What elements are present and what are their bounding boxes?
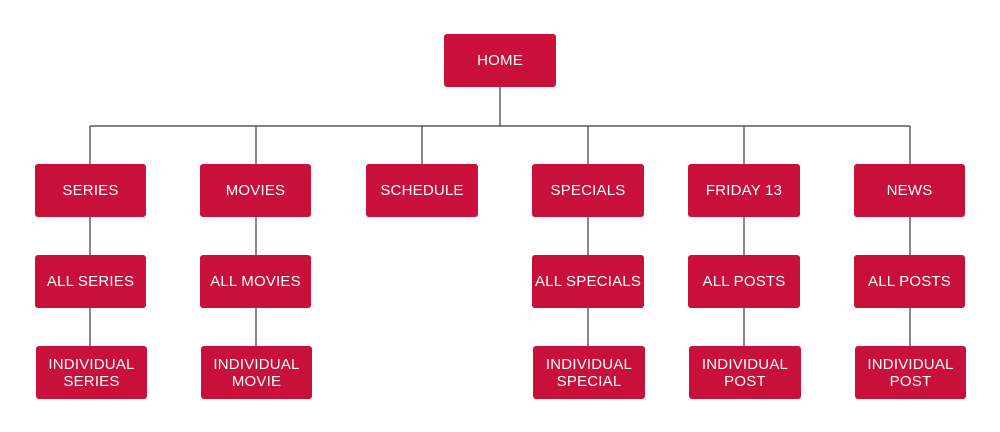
node-individual-series-text: INDIVIDUAL SERIES — [48, 356, 134, 390]
node-all-movies-label: ALL MOVIES — [210, 273, 301, 290]
node-home[interactable]: HOME — [444, 34, 556, 87]
node-news-all-posts[interactable]: ALL POSTS — [854, 255, 965, 308]
node-specials-label: SPECIALS — [550, 182, 626, 199]
node-news-individual-post-line-1: INDIVIDUAL — [867, 355, 954, 373]
node-all-series-label: ALL SERIES — [46, 273, 135, 290]
node-friday-13[interactable]: FRIDAY 13 — [688, 164, 800, 217]
node-individual-series-line-2: SERIES — [63, 372, 120, 390]
node-individual-series[interactable]: INDIVIDUAL SERIES — [36, 346, 147, 399]
node-all-specials-label: ALL SPECIALS — [534, 273, 642, 290]
node-specials[interactable]: SPECIALS — [532, 164, 644, 217]
node-friday-all-posts[interactable]: ALL POSTS — [688, 255, 800, 308]
node-news-individual-post-line-2: POST — [889, 372, 932, 390]
node-individual-special-line-1: INDIVIDUAL — [545, 355, 633, 373]
node-friday-13-label: FRIDAY 13 — [705, 182, 783, 199]
node-friday-individual-post-line-1: INDIVIDUAL — [701, 355, 789, 373]
node-news-all-posts-label: ALL POSTS — [868, 273, 951, 290]
node-individual-movie-text: INDIVIDUAL MOVIE — [213, 356, 299, 390]
node-movies[interactable]: MOVIES — [200, 164, 311, 217]
node-schedule-label: SCHEDULE — [380, 182, 464, 199]
node-individual-special-text: INDIVIDUAL SPECIAL — [546, 356, 632, 390]
node-friday-individual-post[interactable]: INDIVIDUAL POST — [689, 346, 801, 399]
node-news-individual-post[interactable]: INDIVIDUAL POST — [855, 346, 966, 399]
node-all-movies[interactable]: ALL MOVIES — [200, 255, 311, 308]
node-individual-movie-line-1: INDIVIDUAL — [213, 355, 300, 373]
node-news-individual-post-text: INDIVIDUAL POST — [867, 356, 953, 390]
node-individual-special-line-2: SPECIAL — [556, 372, 622, 390]
node-friday-all-posts-label: ALL POSTS — [702, 273, 786, 290]
node-all-specials[interactable]: ALL SPECIALS — [532, 255, 644, 308]
node-series[interactable]: SERIES — [35, 164, 146, 217]
node-news-label: NEWS — [886, 182, 933, 199]
node-news[interactable]: NEWS — [854, 164, 965, 217]
node-individual-movie[interactable]: INDIVIDUAL MOVIE — [201, 346, 312, 399]
node-individual-series-line-1: INDIVIDUAL — [48, 355, 135, 373]
node-individual-special[interactable]: INDIVIDUAL SPECIAL — [533, 346, 645, 399]
node-friday-individual-post-text: INDIVIDUAL POST — [702, 356, 788, 390]
node-all-series[interactable]: ALL SERIES — [35, 255, 146, 308]
node-schedule[interactable]: SCHEDULE — [366, 164, 478, 217]
node-home-label: HOME — [477, 52, 523, 69]
node-series-label: SERIES — [62, 182, 119, 199]
node-movies-label: MOVIES — [225, 182, 286, 199]
node-individual-movie-line-2: MOVIE — [231, 372, 282, 390]
node-friday-individual-post-line-2: POST — [724, 372, 766, 390]
